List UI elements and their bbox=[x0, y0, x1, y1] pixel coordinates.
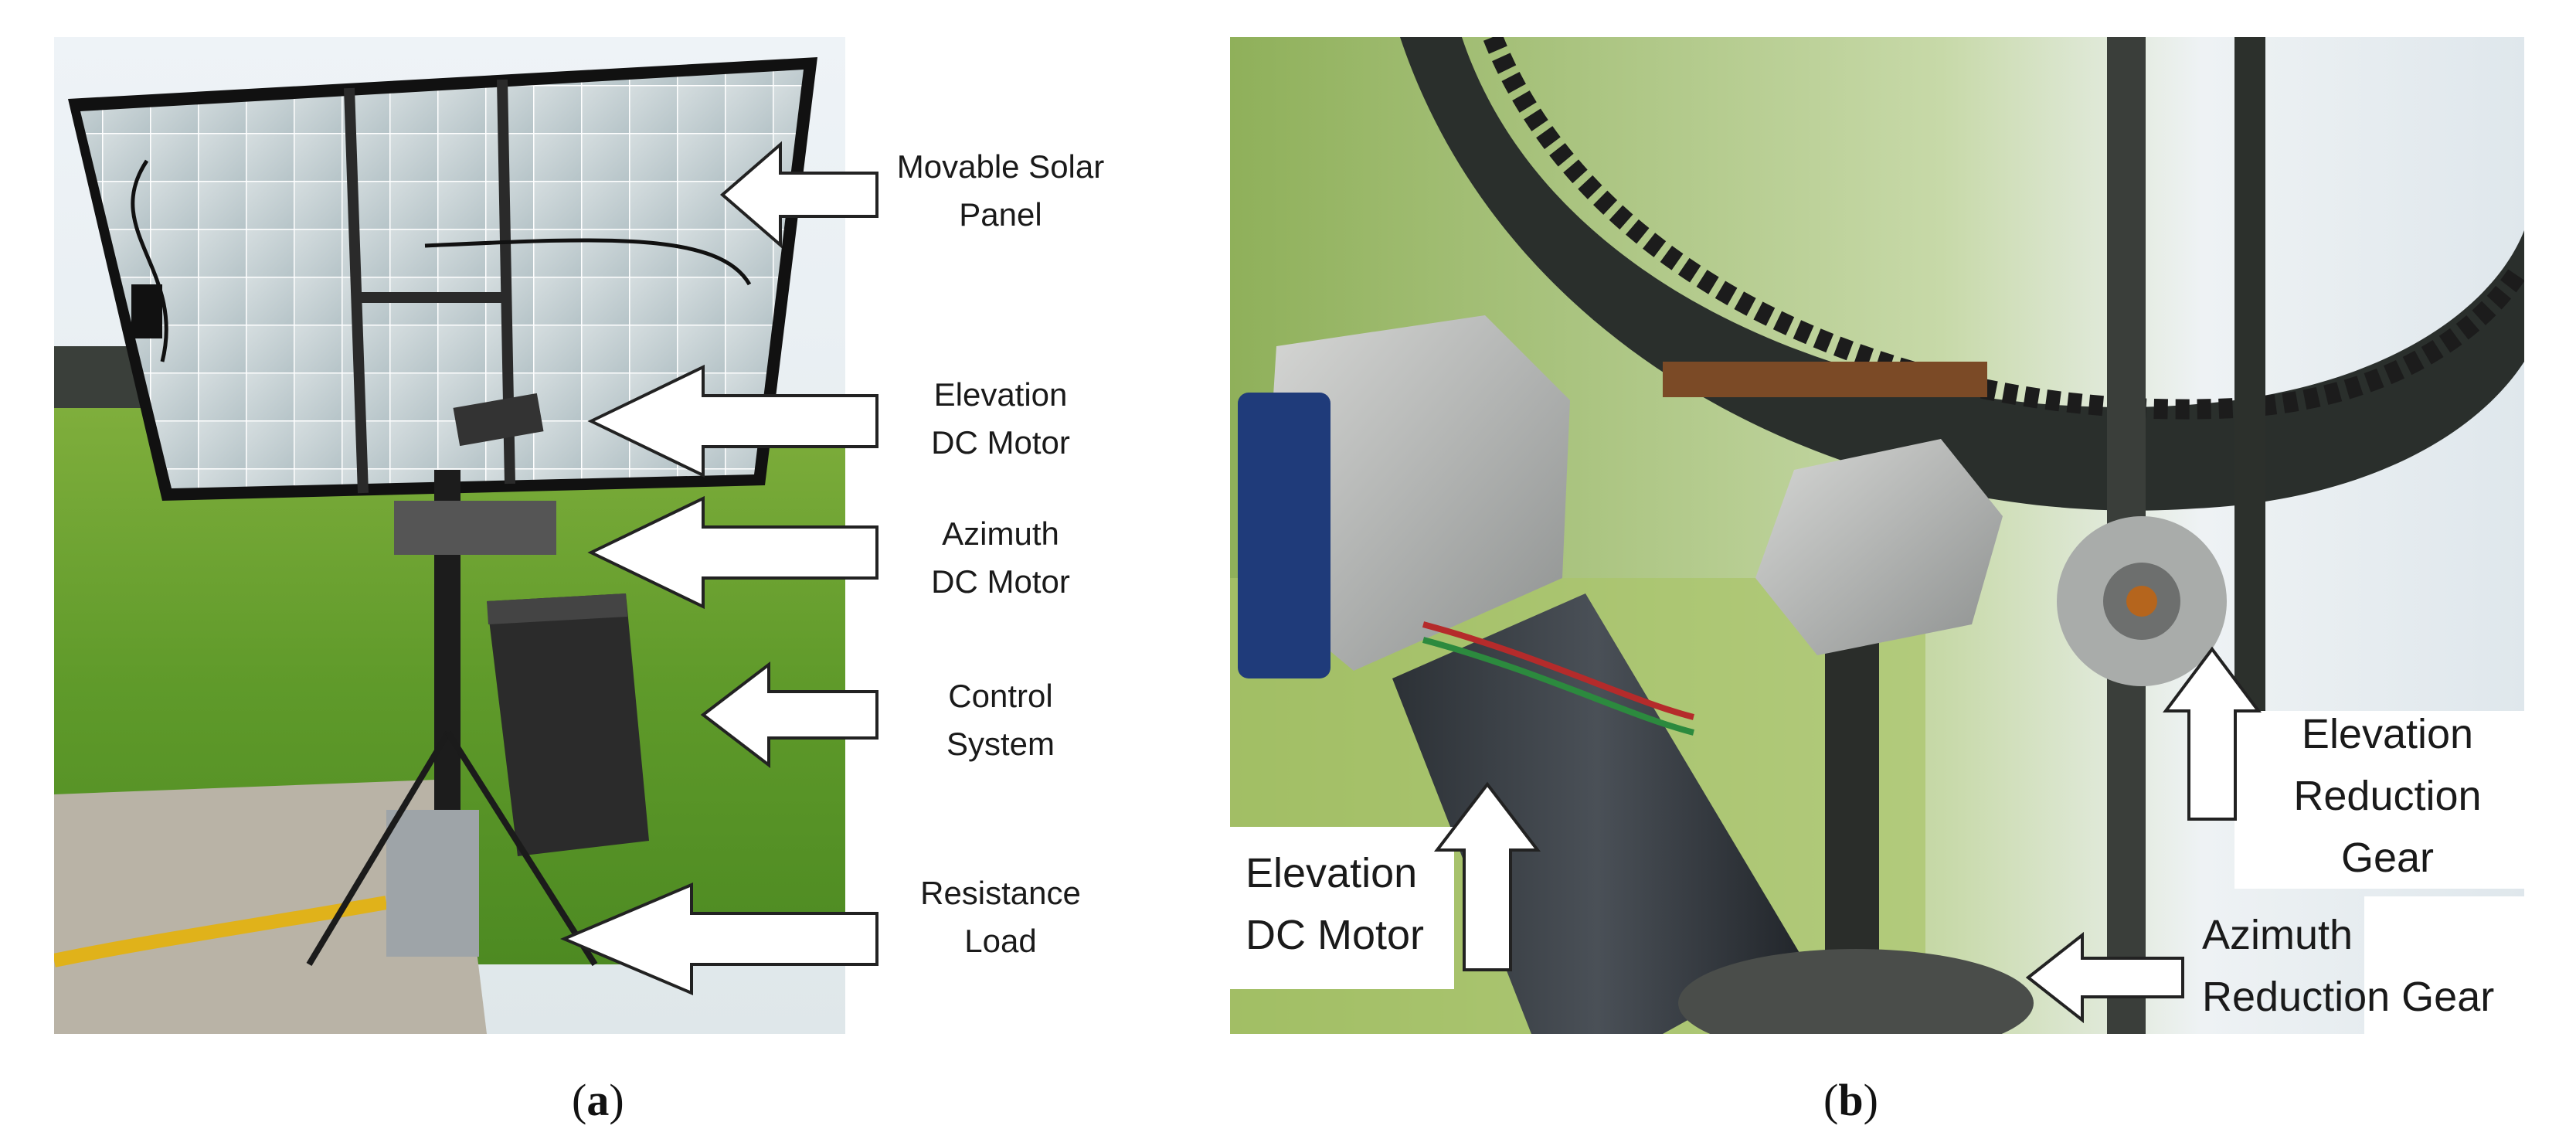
arrow-left-icon bbox=[560, 882, 878, 996]
arrow-up-icon bbox=[2163, 646, 2262, 821]
caption-a: (a) bbox=[572, 1075, 624, 1125]
label-backdrop bbox=[2364, 896, 2561, 1034]
photo-gear-closeup bbox=[1230, 37, 2524, 1034]
label-movable-solar-panel: Movable Solar Panel bbox=[896, 148, 1105, 233]
label-control-system: Control System bbox=[946, 678, 1055, 762]
arrow-left-icon bbox=[719, 141, 878, 249]
label-backdrop bbox=[1230, 827, 1454, 989]
panel-a: Movable Solar Panel Elevation DC Motor A… bbox=[0, 0, 1205, 1146]
panel-b: Elevation DC Motor Elevation Reduction G… bbox=[1221, 0, 2576, 1146]
arrow-left-icon bbox=[587, 364, 878, 478]
label-azimuth-reduction-gear: Azimuth Reduction Gear bbox=[2202, 912, 2495, 1020]
arrow-left-icon bbox=[587, 495, 878, 610]
label-elevation-reduction-gear: Elevation Reduction Gear bbox=[2293, 711, 2482, 881]
gear-mechanism-illustration bbox=[1230, 37, 2524, 1034]
arrow-left-icon bbox=[700, 661, 878, 769]
label-azimuth-dc-motor: Azimuth DC Motor bbox=[931, 515, 1070, 600]
label-resistance-load: Resistance Load bbox=[920, 875, 1081, 959]
photo-solar-tracker bbox=[54, 37, 845, 1034]
arrow-up-icon bbox=[1433, 781, 1541, 971]
label-elevation-dc-motor: Elevation DC Motor bbox=[1246, 850, 1425, 958]
caption-b: (b) bbox=[1823, 1075, 1878, 1125]
solar-tracker-illustration bbox=[54, 37, 845, 1034]
arrow-left-icon bbox=[2025, 931, 2184, 1024]
label-backdrop bbox=[2234, 711, 2528, 889]
label-elevation-dc-motor: Elevation DC Motor bbox=[931, 376, 1070, 461]
